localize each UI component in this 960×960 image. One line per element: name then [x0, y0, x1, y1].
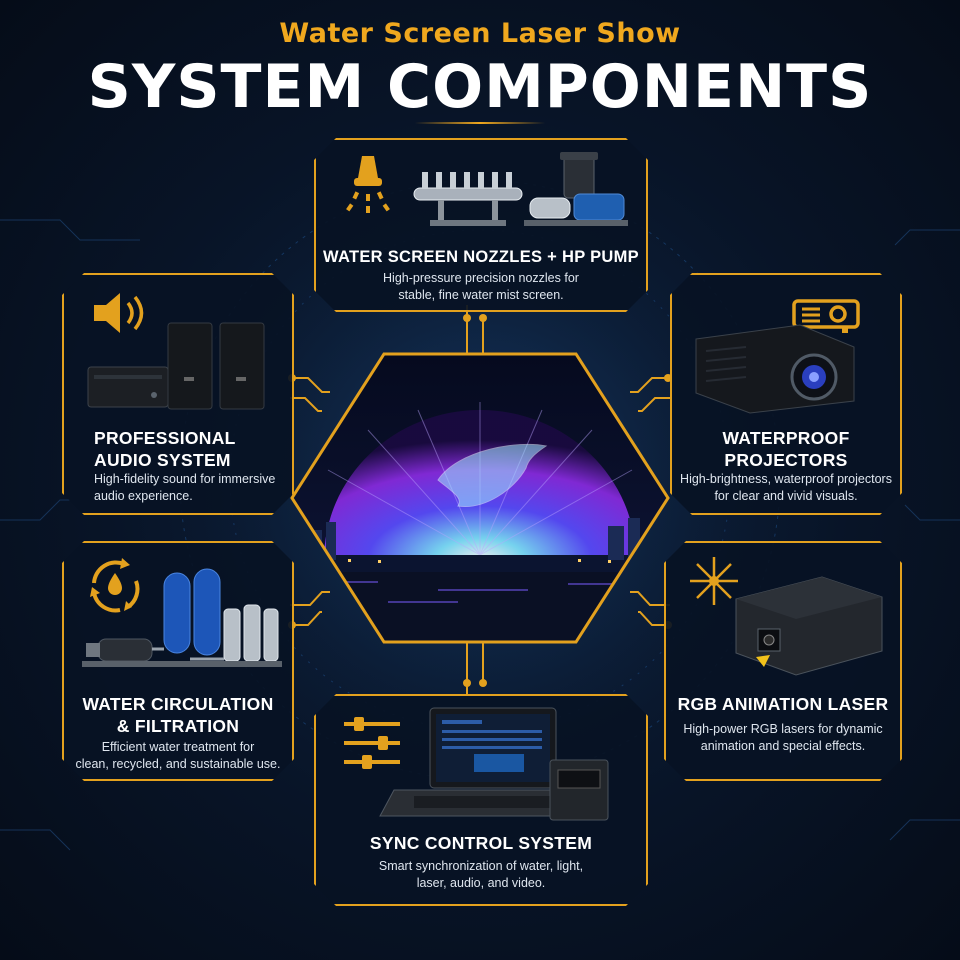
- laser-projector-image: [726, 571, 890, 681]
- subtitle: Water Screen Laser Show: [279, 18, 681, 49]
- audio-desc: High-fidelity sound for immersive audio …: [94, 472, 276, 503]
- projector-image: [690, 317, 860, 417]
- card-projectors: WATERPROOF PROJECTORS High-brightness, w…: [670, 273, 902, 515]
- projectors-desc: High-brightness, waterproof projectors f…: [680, 472, 892, 503]
- projectors-title: WATERPROOF PROJECTORS: [722, 428, 850, 470]
- card-laser: RGB ANIMATION LASER High-power RGB laser…: [664, 541, 902, 781]
- filtration-equipment-image: [78, 549, 284, 677]
- circulation-desc: Efficient water treatment for clean, rec…: [75, 740, 281, 771]
- recycle-water-icon: [84, 555, 146, 617]
- audio-title: PROFESSIONAL AUDIO SYSTEM: [94, 428, 236, 470]
- title-divider: [415, 122, 545, 124]
- audio-equipment-image: [84, 317, 274, 413]
- sliders-icon: [340, 714, 404, 772]
- projector-icon: [790, 295, 862, 335]
- nozzles-desc: High-pressure precision nozzles for stab…: [383, 271, 579, 302]
- page-title: SYSTEM COMPONENTS: [87, 52, 873, 122]
- nozzles-title: WATER SCREEN NOZZLES + HP PUMP: [323, 248, 639, 266]
- spray-nozzle-icon: [338, 152, 398, 224]
- pump-image: [520, 150, 632, 232]
- circulation-title: WATER CIRCULATION & FILTRATION: [82, 694, 274, 736]
- card-nozzles: WATER SCREEN NOZZLES + HP PUMP High-pres…: [314, 138, 648, 312]
- laser-desc: High-power RGB lasers for dynamic animat…: [683, 722, 883, 753]
- sync-desc: Smart synchronization of water, light, l…: [378, 859, 584, 890]
- center-hexagon-image: [290, 352, 670, 644]
- nozzle-manifold-image: [408, 162, 528, 230]
- card-circulation: WATER CIRCULATION & FILTRATION Efficient…: [62, 541, 294, 781]
- sync-title: SYNC CONTROL SYSTEM: [369, 833, 593, 853]
- laser-title: RGB ANIMATION LASER: [677, 694, 889, 714]
- speaker-icon: [90, 289, 152, 337]
- laptop-controller-image: [354, 704, 616, 828]
- whale-hologram: [437, 443, 548, 508]
- card-sync: SYNC CONTROL SYSTEM Smart synchronizatio…: [314, 694, 648, 906]
- laser-burst-icon: [688, 555, 740, 607]
- card-audio: PROFESSIONAL AUDIO SYSTEM High-fidelity …: [62, 273, 294, 515]
